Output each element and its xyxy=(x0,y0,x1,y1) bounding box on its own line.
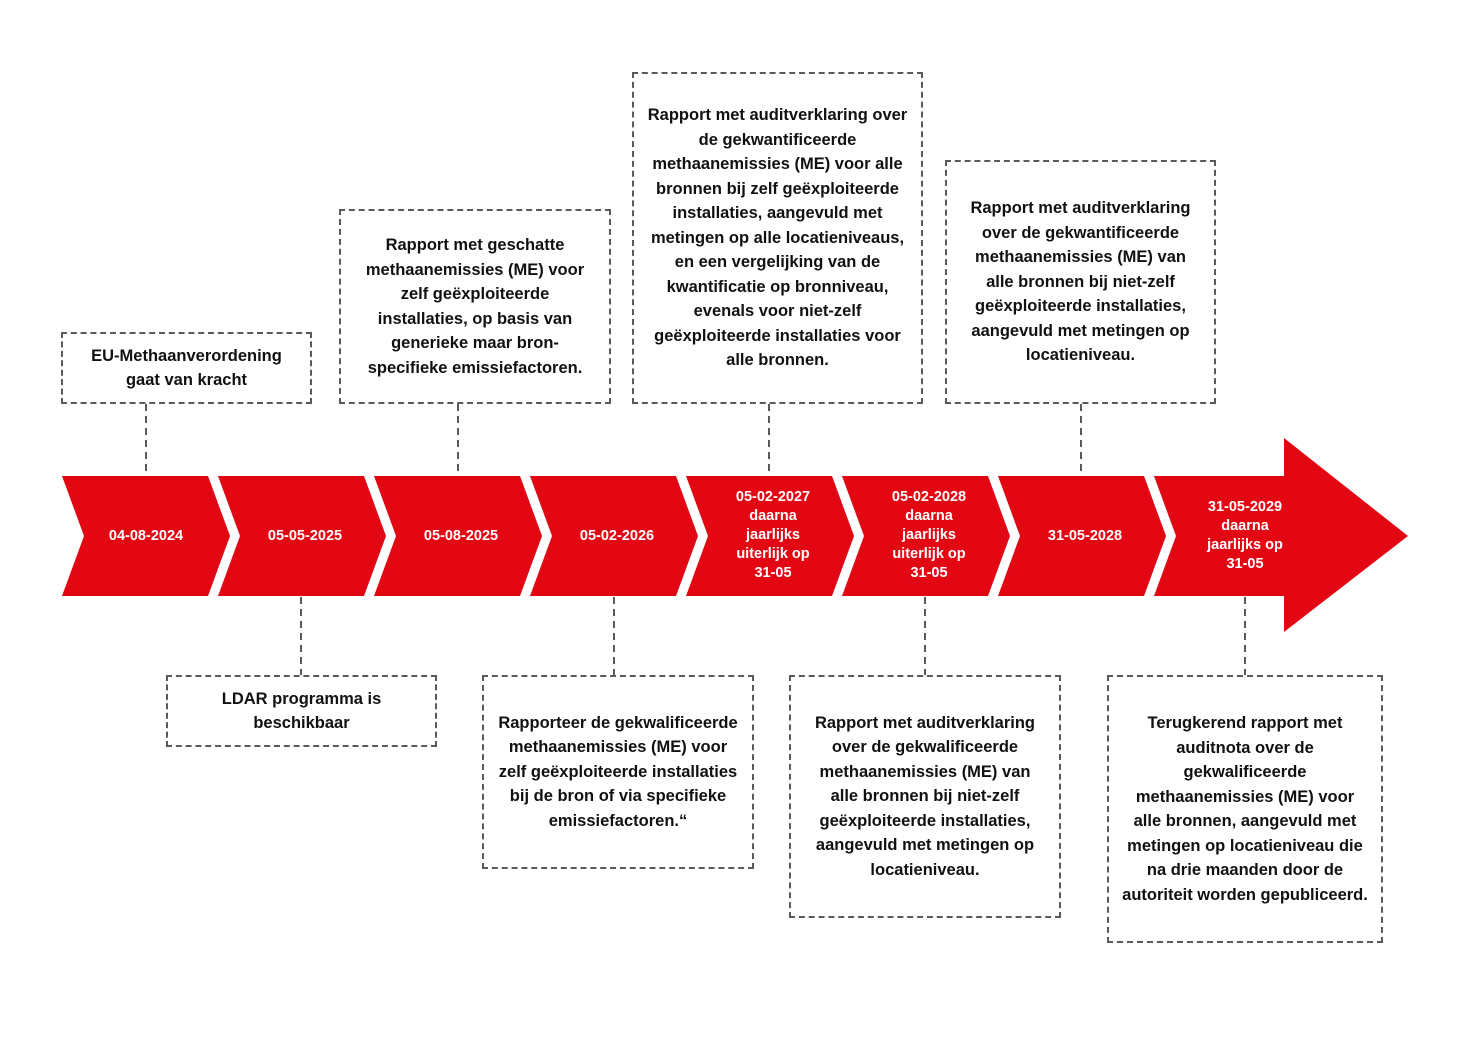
chevron-2028-02 xyxy=(842,476,1010,596)
event-box-2027: Rapport met auditverklaring over de gekw… xyxy=(632,72,923,404)
date-label-2028-02: 05-02-2028 daarna jaarlijks uiterlijk op… xyxy=(891,489,967,581)
chevron-2025-05 xyxy=(218,476,386,596)
arrow-head-segment xyxy=(1154,438,1408,632)
date-label-2027: 05-02-2027 daarna jaarlijks uiterlijk op… xyxy=(735,489,811,581)
event-box-2026: Rapporteer de gekwalificeerde methaanemi… xyxy=(482,675,754,869)
date-label-2028-05: 31-05-2028 xyxy=(1047,528,1123,544)
arrow-segments xyxy=(62,438,1408,632)
event-text-2027: Rapport met auditverklaring over de gekw… xyxy=(647,106,908,370)
event-text-2028-02: Rapport met auditverklaring over de gekw… xyxy=(814,713,1036,879)
date-label-2029: 31-05-2029 daarna jaarlijks op 31-05 xyxy=(1207,499,1283,572)
chevron-2027 xyxy=(686,476,854,596)
chevron-2026 xyxy=(530,476,698,596)
event-text-2025-08: Rapport met geschatte methaanemissies (M… xyxy=(365,236,585,377)
event-box-2025-08: Rapport met geschatte methaanemissies (M… xyxy=(339,209,611,404)
event-box-2025-05: LDAR programma is beschikbaar xyxy=(166,675,437,747)
event-box-2028-05: Rapport met auditverklaring over de gekw… xyxy=(945,160,1216,404)
connectors xyxy=(145,404,1246,675)
event-text-2026: Rapporteer de gekwalificeerde methaanemi… xyxy=(498,713,738,830)
chevron-2024 xyxy=(62,476,230,596)
event-text-2024: EU-Methaanverordening gaat van kracht xyxy=(91,346,282,390)
event-text-2029: Terugkerend rapport met auditnota over d… xyxy=(1122,714,1368,904)
chevron-2025-08 xyxy=(374,476,542,596)
date-label-2024: 04-08-2024 xyxy=(108,528,184,544)
chevron-2028-05 xyxy=(998,476,1166,596)
date-label-2025-05: 05-05-2025 xyxy=(267,528,343,544)
date-label-2025-08: 05-08-2025 xyxy=(423,528,499,544)
event-box-2029: Terugkerend rapport met auditnota over d… xyxy=(1107,675,1383,943)
event-text-2025-05: LDAR programma is beschikbaar xyxy=(221,689,382,733)
event-box-2028-02: Rapport met auditverklaring over de gekw… xyxy=(789,675,1061,918)
event-box-2024: EU-Methaanverordening gaat van kracht xyxy=(61,332,312,404)
date-label-2026: 05-02-2026 xyxy=(579,528,655,544)
event-text-2028-05: Rapport met auditverklaring over de gekw… xyxy=(970,199,1191,365)
